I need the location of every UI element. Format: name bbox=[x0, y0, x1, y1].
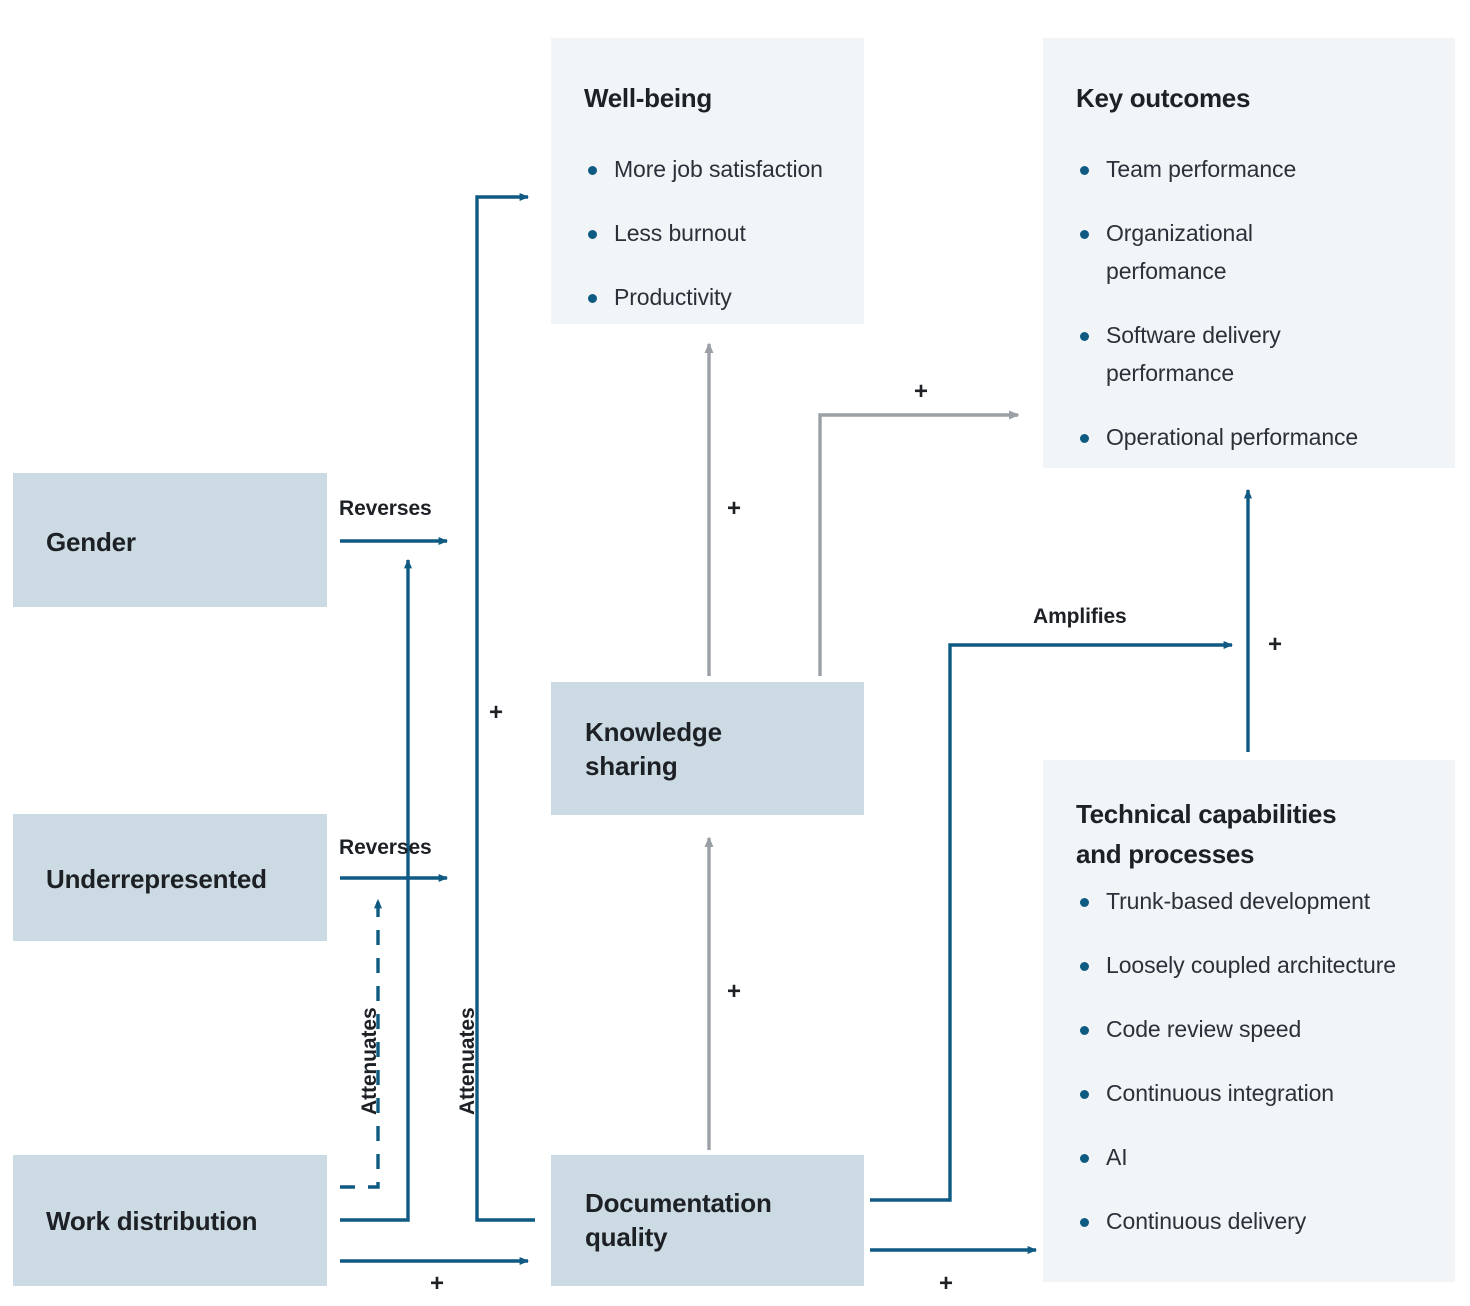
list-item-label: Trunk-based development bbox=[1106, 888, 1371, 914]
panel-wellbeing: Well-being More job satisfaction Less bu… bbox=[551, 38, 864, 324]
panel-technical-capabilities: Technical capabilities and processes Tru… bbox=[1043, 760, 1455, 1282]
list-item-label: Continuous integration bbox=[1106, 1080, 1334, 1106]
edge-label-reverses-underrepresented: Reverses bbox=[339, 836, 432, 859]
node-gender-label: Gender bbox=[46, 527, 136, 557]
list-item: Continuous delivery bbox=[1076, 1202, 1446, 1240]
list-item: Continuous integration bbox=[1076, 1074, 1446, 1112]
list-item: Operational performance bbox=[1076, 418, 1416, 456]
list-item: Trunk-based development bbox=[1076, 882, 1446, 920]
plus-sign-tech-to-outcomes: + bbox=[1268, 631, 1283, 658]
panel-technical-capabilities-title-line2: and processes bbox=[1076, 839, 1255, 869]
node-work-distribution[interactable] bbox=[13, 1155, 327, 1286]
bullet-dot-icon bbox=[1080, 1026, 1089, 1035]
node-gender[interactable] bbox=[13, 473, 327, 607]
node-documentation-quality-label: Documentation quality bbox=[585, 1186, 865, 1254]
node-knowledge-sharing-line2: sharing bbox=[585, 751, 678, 781]
panel-wellbeing-title: Well-being bbox=[584, 83, 712, 113]
node-documentation-quality[interactable] bbox=[551, 1155, 864, 1286]
list-item-label: AI bbox=[1106, 1144, 1128, 1170]
list-item-label: More job satisfaction bbox=[614, 156, 823, 182]
list-item-label: Less burnout bbox=[614, 220, 746, 246]
bullet-dot-icon bbox=[588, 166, 597, 175]
panel-wellbeing-list: More job satisfaction Less burnout Produ… bbox=[584, 150, 854, 316]
plus-sign-work-to-doc: + bbox=[430, 1270, 445, 1297]
node-knowledge-sharing-label: Knowledge sharing bbox=[585, 715, 855, 783]
panel-key-outcomes-title: Key outcomes bbox=[1076, 83, 1251, 113]
bullet-dot-icon bbox=[1080, 1090, 1089, 1099]
plus-sign-doc-to-knowledge: + bbox=[727, 978, 742, 1005]
bullet-dot-icon bbox=[1080, 332, 1089, 341]
list-item: Team performance bbox=[1076, 150, 1416, 188]
node-knowledge-sharing-line1: Knowledge bbox=[585, 717, 722, 747]
edge-label-attenuates-dashed: Attenuates bbox=[358, 1007, 381, 1115]
list-item: Less burnout bbox=[584, 214, 854, 252]
bullet-dot-icon bbox=[1080, 166, 1089, 175]
list-item-label: Operational performance bbox=[1106, 424, 1359, 450]
bullet-dot-icon bbox=[588, 294, 597, 303]
panel-technical-capabilities-title: Technical capabilities and processes bbox=[1076, 794, 1436, 874]
node-work-distribution-label: Work distribution bbox=[46, 1206, 258, 1236]
node-underrepresented-label: Underrepresented bbox=[46, 864, 267, 894]
panel-key-outcomes-list: Team performance Organizational perfoman… bbox=[1076, 150, 1416, 456]
bullet-dot-icon bbox=[1080, 1218, 1089, 1227]
list-item-label: Team performance bbox=[1106, 156, 1297, 182]
bullet-dot-icon bbox=[1080, 962, 1089, 971]
list-item: Productivity bbox=[584, 278, 854, 316]
edge-label-attenuates-solid: Attenuates bbox=[456, 1007, 479, 1115]
bullet-dot-icon bbox=[1080, 898, 1089, 907]
edge-label-amplifies: Amplifies bbox=[1033, 605, 1127, 628]
node-knowledge-sharing[interactable] bbox=[551, 682, 864, 815]
panel-technical-capabilities-title-line1: Technical capabilities bbox=[1076, 799, 1337, 829]
list-item: AI bbox=[1076, 1138, 1446, 1176]
list-item-label: Productivity bbox=[614, 284, 732, 310]
bullet-dot-icon bbox=[1080, 1154, 1089, 1163]
wire-doc-to-wellbeing bbox=[475, 193, 535, 1222]
plus-sign-doc-to-wellbeing: + bbox=[489, 699, 504, 726]
node-documentation-quality-line2: quality bbox=[585, 1222, 668, 1252]
list-item-label: Code review speed bbox=[1106, 1016, 1302, 1042]
list-item-label: Loosely coupled architecture bbox=[1106, 952, 1396, 978]
list-item: Loosely coupled architecture bbox=[1076, 946, 1446, 984]
panel-key-outcomes: Key outcomes Team performance Organizati… bbox=[1043, 38, 1455, 468]
list-item: Software delivery performance bbox=[1076, 316, 1416, 392]
plus-sign-doc-to-tech: + bbox=[939, 1270, 954, 1297]
list-item-label: Continuous delivery bbox=[1106, 1208, 1307, 1234]
edge-label-reverses-gender: Reverses bbox=[339, 497, 432, 520]
node-documentation-quality-line1: Documentation bbox=[585, 1188, 772, 1218]
panel-technical-capabilities-list: Trunk-based development Loosely coupled … bbox=[1076, 882, 1446, 1240]
plus-sign-knowledge-to-wellbeing: + bbox=[727, 495, 742, 522]
list-item: Code review speed bbox=[1076, 1010, 1446, 1048]
bullet-dot-icon bbox=[588, 230, 597, 239]
bullet-dot-icon bbox=[1080, 230, 1089, 239]
wire-knowledge-to-outcomes bbox=[818, 410, 1020, 676]
wire-attenuates-solid bbox=[340, 558, 412, 1222]
node-underrepresented[interactable] bbox=[13, 814, 327, 941]
plus-sign-knowledge-to-outcomes: + bbox=[914, 378, 929, 405]
list-item-label: Organizational perfomance bbox=[1106, 220, 1253, 284]
list-item: Organizational perfomance bbox=[1076, 214, 1416, 290]
list-item: More job satisfaction bbox=[584, 150, 854, 188]
bullet-dot-icon bbox=[1080, 434, 1089, 443]
list-item-label: Software delivery performance bbox=[1106, 322, 1281, 386]
